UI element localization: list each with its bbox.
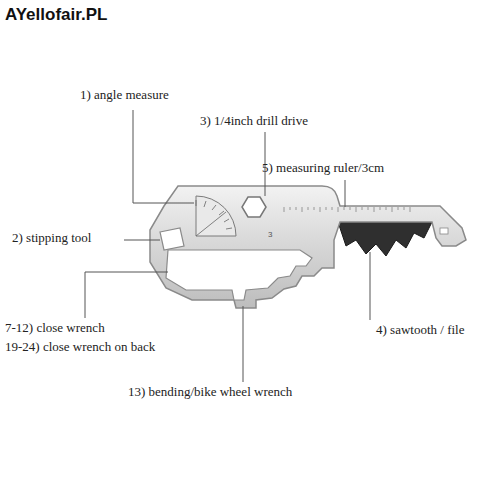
- tick: [226, 228, 232, 229]
- ruler-number: 3: [268, 230, 272, 239]
- tick-row: [284, 207, 410, 212]
- leader-line: [345, 180, 346, 207]
- callout-label: 3) 1/4inch drill drive: [200, 114, 308, 129]
- ruler-ticks: [284, 207, 410, 212]
- wrench-opening: [166, 250, 312, 300]
- leader-line: [133, 110, 194, 203]
- tick: [196, 200, 197, 206]
- tick: [196, 212, 226, 236]
- stripping-hole: [160, 228, 184, 250]
- watermark: AYellofair.PL: [5, 5, 107, 25]
- sawtooth-edge: [338, 222, 432, 256]
- callout-label: 2) stipping tool: [12, 231, 91, 246]
- leader-line: [370, 252, 371, 320]
- leader-line: [124, 240, 160, 241]
- callout-label: 5) measuring ruler/3cm: [262, 161, 384, 176]
- tick: [204, 201, 206, 207]
- key-body: [150, 186, 466, 308]
- leader-line: [85, 272, 168, 318]
- leader-line: [243, 306, 244, 382]
- hex-drive-hole: [242, 197, 266, 217]
- callout-label: 13) bending/bike wheel wrench: [128, 385, 292, 400]
- callout-label: 4) sawtooth / file: [376, 323, 464, 338]
- callout-label: 1) angle measure: [80, 88, 169, 103]
- tip-slot: [440, 228, 448, 234]
- angle-ticks: [196, 200, 232, 236]
- callout-label: 7-12) close wrench: [5, 321, 105, 336]
- callout-label: 19-24) close wrench on back: [5, 340, 155, 355]
- angle-protractor: [196, 196, 236, 236]
- tick: [224, 219, 229, 222]
- tick: [212, 205, 216, 210]
